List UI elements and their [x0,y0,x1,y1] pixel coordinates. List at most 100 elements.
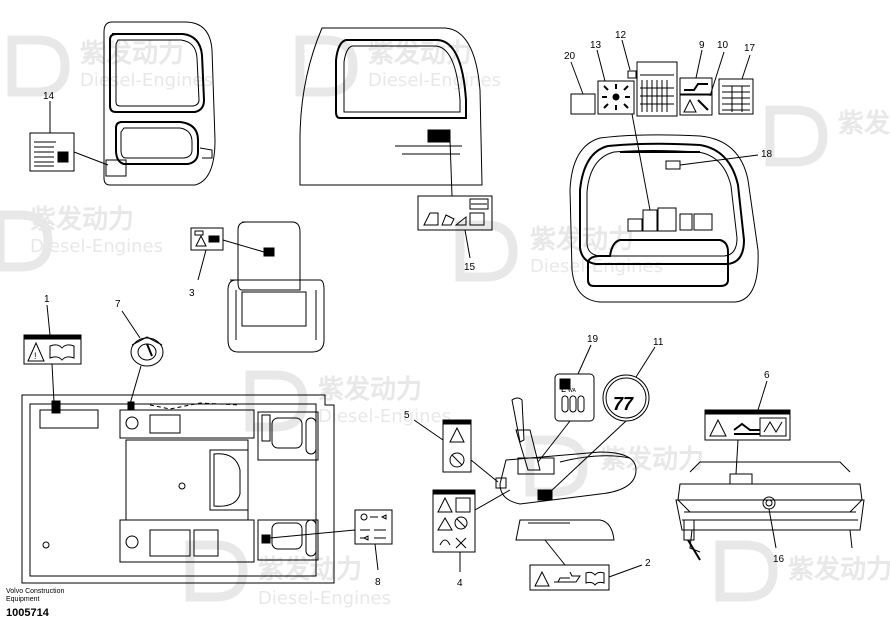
decal-1: ! [23,334,82,365]
callout-16: 16 [773,554,785,565]
watermark-text-en-8: Diesel-Engines [258,588,391,609]
callout-9: 9 [699,40,705,51]
watermark-logo-5 [455,220,518,282]
decal-20 [570,93,596,115]
callout-1: 1 [44,294,50,305]
callout-3: 3 [189,288,195,299]
cab-rear-view [103,21,216,186]
decal-7 [130,336,164,367]
decal-19-lwa-sub: WA [568,388,577,394]
watermark-text-cn-4: 紫发动力 [30,204,134,235]
leader-3 [197,249,207,281]
callout-19: 19 [587,334,599,345]
leader-15 [464,229,471,259]
watermark-logo-4 [0,210,53,272]
leader-7a [121,310,141,339]
footer-company-line2: Equipment [6,596,40,603]
leader-11a [635,346,656,378]
callout-6: 6 [764,370,770,381]
leader-19a [577,344,592,375]
decal-12 [627,61,678,117]
part-number: 1005714 [6,607,49,619]
watermark-text-en-4: Diesel-Engines [30,236,163,257]
leader-12 [621,39,631,71]
leader-3a [222,239,265,253]
leader-2b [608,564,643,578]
leader-8 [374,543,379,571]
watermark-logo-9 [715,540,778,602]
leader-11b [549,420,627,493]
decal-3 [190,227,224,251]
watermark-text-cn-5: 紫发动力 [530,224,634,255]
joystick-console [495,397,637,541]
watermark-logo-7 [525,435,588,497]
cab-floor-plan [21,394,335,584]
callout-11: 11 [653,337,664,348]
leader-15a [449,139,453,197]
decal-17 [718,78,754,115]
leader-1a [46,304,51,336]
callout-8: 8 [375,577,381,588]
decal-5 [442,419,472,473]
leader-10 [709,51,725,97]
decal-8 [354,509,393,545]
callout-7: 7 [115,299,121,310]
leader-1b [51,363,55,403]
watermark-logo-2 [295,35,358,97]
leader-13 [596,49,606,82]
watermark-logo-3 [765,105,828,167]
watermark-text-cn-1: 紫发动力 [80,38,184,69]
leader-17 [741,54,751,80]
rear-counterweight [675,461,865,561]
decal-10 [679,94,713,116]
callout-4: 4 [457,578,463,589]
watermark: 紫发动力 Diesel-Engines 紫发动力 Diesel-Engines … [0,35,890,609]
leader-5a [413,419,444,441]
callout-15: 15 [464,262,476,273]
decal-19 [554,373,595,422]
callout-20: 20 [564,51,576,62]
watermark-text-cn-9: 紫发动力 [788,554,890,585]
seat-view [227,221,325,353]
callout-18: 18 [761,149,773,160]
leader-20 [570,61,584,95]
leader-2a [544,539,566,566]
watermark-logo-6 [245,370,308,432]
leader-16 [768,508,777,549]
leader-6a [757,380,768,411]
footer-company-line1: Volvo Construction [6,588,65,595]
watermark-text-cn-6: 紫发动力 [318,374,422,405]
callouts: 1 2 3 4 5 6 7 8 9 10 11 12 13 14 15 16 1… [43,30,785,589]
leader-8a [269,529,356,539]
decal-6 [704,409,791,441]
decal-4 [432,489,476,553]
decal-14 [29,132,75,172]
callout-17: 17 [744,43,756,54]
leader-13b [631,113,651,211]
watermark-text-en-2: Diesel-Engines [368,70,501,91]
decal-11-noise-value: 77 [613,394,634,414]
leader-4a [474,489,511,511]
callout-2: 2 [645,558,651,569]
callout-10: 10 [717,40,729,51]
watermark-text-cn-8: 紫发动力 [258,554,362,585]
watermark-text-en-1: Diesel-Engines [80,70,213,91]
leader-14 [73,151,109,166]
watermark-text-en-6: Diesel-Engines [318,406,451,427]
watermark-logo-1 [7,35,70,97]
leader-18 [679,154,759,166]
callout-12: 12 [615,30,627,41]
watermark-text-cn-3: 紫发动力 [838,108,890,139]
decal-19-lwa: L [561,384,566,394]
decal-15 [417,195,493,231]
leader-5b [470,459,499,483]
leader-9 [695,49,703,79]
leader-19b [537,420,571,463]
callout-5: 5 [404,410,410,421]
svg-text:!: ! [34,351,37,361]
leader-7b [129,365,142,405]
watermark-text-en-5: Diesel-Engines [530,256,663,277]
leader-6b [735,439,739,475]
cab-side-view [299,27,483,186]
